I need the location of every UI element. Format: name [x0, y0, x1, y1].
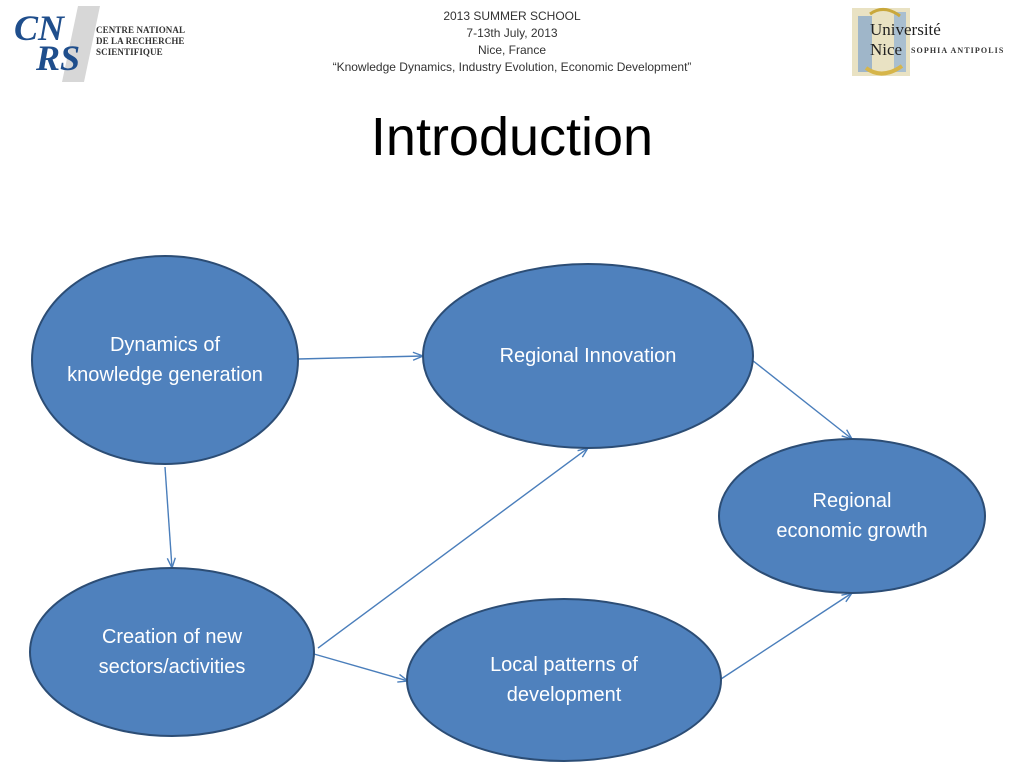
cnrs-org-line2: DE LA RECHERCHE	[96, 36, 185, 46]
unice-logo-arc	[864, 64, 904, 76]
cnrs-org-line3: SCIENTIFIQUE	[96, 47, 163, 57]
event-dates: 7-13th July, 2013	[466, 26, 558, 40]
node-new-sectors	[29, 567, 315, 737]
node-knowledge-generation	[31, 255, 299, 465]
edge-sectors-to-local	[313, 653, 408, 681]
unice-logo-arc-top	[869, 8, 901, 18]
slide-title: Introduction	[370, 107, 654, 167]
cnrs-logo-stripe	[62, 6, 100, 82]
edge-sectors-to-innovation	[317, 448, 588, 649]
event-header: 2013 SUMMER SCHOOL 7-13th July, 2013 Nic…	[262, 8, 762, 76]
edge-knowledge-to-innovation	[297, 356, 423, 359]
edge-local-to-growth	[720, 593, 852, 680]
cnrs-mark-bottom: RS	[35, 38, 80, 78]
event-theme: “Knowledge Dynamics, Industry Evolution,…	[332, 60, 692, 74]
unice-logo-bar-right	[894, 12, 906, 72]
cnrs-org-name: CENTRE NATIONAL DE LA RECHERCHE SCIENTIF…	[96, 25, 185, 58]
node-regional-innovation	[422, 263, 754, 449]
event-name: 2013 SUMMER SCHOOL	[443, 9, 581, 23]
cnrs-mark-top: CN	[14, 8, 66, 48]
cnrs-org-line1: CENTRE NATIONAL	[96, 25, 186, 35]
event-location: Nice, France	[477, 43, 547, 57]
edge-knowledge-to-sectors	[164, 466, 172, 568]
node-regional-growth	[718, 438, 986, 594]
unice-logo-bar-left	[858, 16, 872, 72]
unice-word-universite: Université	[870, 20, 941, 39]
unice-word-sophia: SOPHIA ANTIPOLIS	[911, 46, 1005, 55]
unice-word-nice: Nice	[870, 40, 903, 59]
unice-logo	[852, 8, 910, 76]
cnrs-logo: CN RS	[14, 6, 100, 82]
node-local-patterns	[406, 598, 722, 762]
edge-innovation-to-growth	[751, 359, 852, 439]
